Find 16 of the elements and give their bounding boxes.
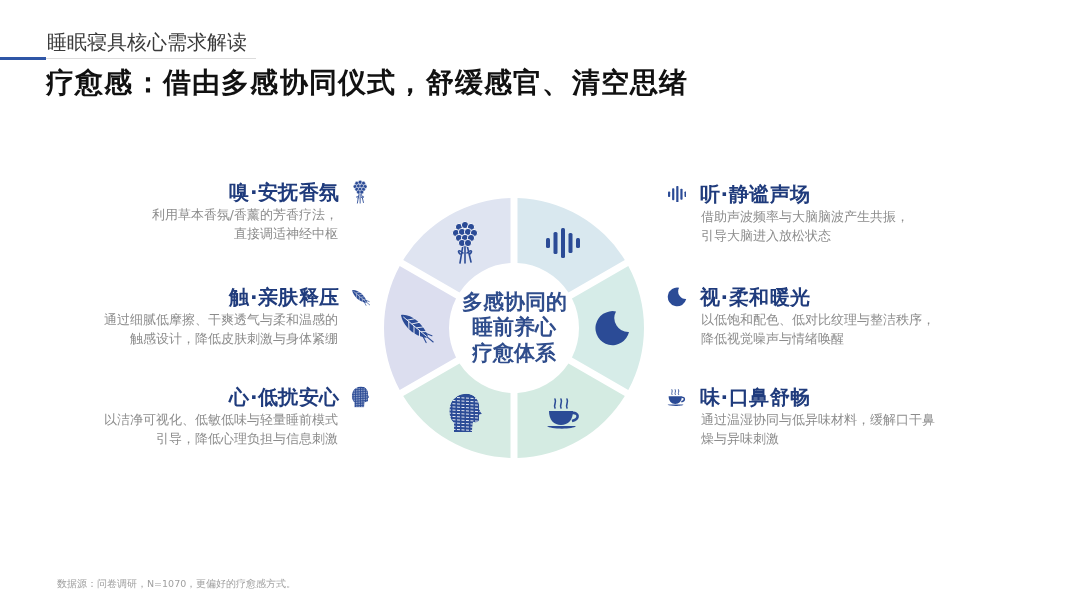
sense-heading: 嗅·安抚香氛	[229, 179, 340, 205]
description-text: 通过细腻低摩擦、干爽透气与柔和温感的触感设计，降低皮肤刺激与身体紧绷	[103, 311, 338, 348]
description-text: 以低饱和配色、低对比纹理与整洁秩序，降低视觉噪声与情绪唤醒	[701, 311, 936, 348]
source-note: 数据源：问卷调研，N=1070，更偏好的疗愈感方式。	[57, 577, 297, 591]
sense-heading: 心·低扰安心	[229, 384, 340, 410]
sense-heading: 视·柔和暖光	[700, 284, 811, 310]
sense-heading: 听·静谧声场	[700, 181, 811, 207]
sense-heading: 味·口鼻舒畅	[700, 384, 811, 410]
description-text: 通过温湿协同与低异味材料，缓解口干鼻燥与异味刺激	[701, 411, 936, 448]
description-text: 借助声波频率与大脑脑波产生共振，引导大脑进入放松状态	[701, 208, 910, 245]
section-header: 睡眠寝具核心需求解读	[47, 29, 247, 55]
description-text: 以洁净可视化、低敏低味与轻量睡前模式引导，降低心理负担与信息刺激	[103, 411, 338, 448]
description-text: 利用草本香氛/香薰的芳香疗法，直接调适神经中枢	[150, 206, 338, 243]
sense-heading: 触·亲肤释压	[229, 284, 340, 310]
slide-title: 疗愈感：借由多感协同仪式，舒缓感官、清空思绪	[46, 66, 689, 100]
center-label: 多感协同的睡前养心疗愈体系	[461, 289, 567, 367]
